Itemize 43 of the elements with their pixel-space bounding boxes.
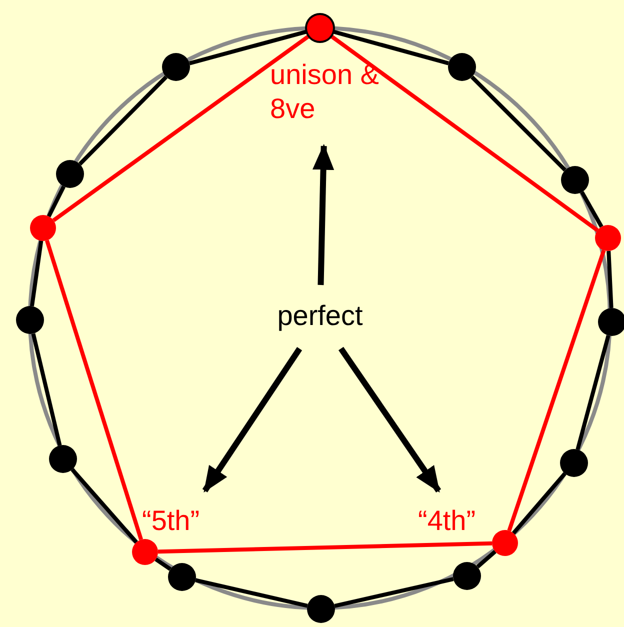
dot <box>492 530 518 556</box>
arrow <box>312 144 334 286</box>
dot <box>16 306 44 334</box>
pentagon-side <box>507 250 606 532</box>
dot <box>453 562 481 590</box>
polygon-side <box>189 29 308 66</box>
dot <box>168 563 196 591</box>
dot <box>132 539 158 565</box>
interval-label: “4th” <box>418 504 477 538</box>
dot <box>56 160 84 188</box>
dot <box>162 53 190 81</box>
polygon-side <box>31 333 62 446</box>
polygon-side <box>576 335 610 450</box>
dot <box>560 449 588 477</box>
dot <box>598 308 624 336</box>
arrow <box>202 346 302 492</box>
polygon-side <box>154 558 172 571</box>
dot <box>561 166 589 194</box>
pentagon-side <box>158 541 492 554</box>
polygon-side <box>334 577 454 608</box>
category-label: perfect <box>276 299 364 333</box>
dot <box>30 215 56 241</box>
dot <box>307 15 333 41</box>
polygon-side <box>512 472 566 534</box>
dot <box>595 225 621 251</box>
polygon-side <box>70 468 138 544</box>
pentagon-side <box>52 34 311 222</box>
polygon-side <box>30 240 44 306</box>
polygon-side <box>332 30 450 66</box>
polygon-side <box>47 186 66 218</box>
dot <box>307 595 335 623</box>
dot <box>49 445 77 473</box>
polygon-side <box>78 76 168 166</box>
arrow <box>338 346 442 493</box>
polygon-side <box>470 75 567 172</box>
pentagon-side <box>329 34 599 232</box>
dot <box>448 53 476 81</box>
polygon-side <box>606 250 614 308</box>
polygon-side <box>580 191 604 228</box>
polygon-side <box>476 550 496 568</box>
polygon-side <box>195 578 308 608</box>
pentagon-side <box>45 240 143 540</box>
interval-label: “5th” <box>142 504 201 538</box>
